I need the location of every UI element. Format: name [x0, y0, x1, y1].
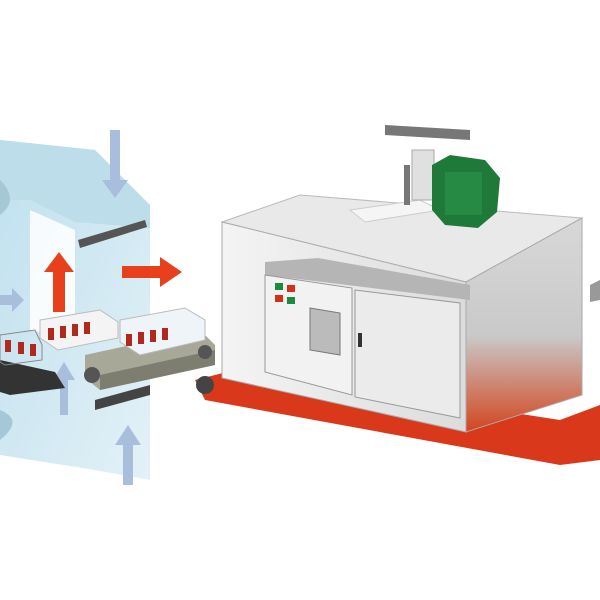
- motor-assembly: [348, 125, 500, 228]
- cabinet-door[interactable]: [354, 289, 461, 419]
- sealing-machine: [220, 194, 584, 433]
- panel-header: [265, 258, 470, 300]
- heat-arrow-icon: [44, 252, 74, 312]
- shrink-tunnel: [0, 140, 150, 480]
- door-handle[interactable]: [358, 333, 362, 347]
- control-panel: [264, 274, 353, 396]
- heat-arrows: [44, 252, 182, 312]
- roller: [196, 376, 214, 394]
- airflow-arrow-icon: [115, 425, 141, 485]
- heat-arrow-icon: [122, 257, 182, 287]
- airflow-arrow-icon: [0, 288, 24, 312]
- product-packs: [0, 307, 206, 366]
- tunnel-slot-lower: [95, 385, 150, 410]
- tunnel-slot: [78, 220, 147, 248]
- airflow-arrows: [0, 130, 141, 485]
- airflow-arrow-icon: [53, 362, 75, 415]
- next-station: [590, 280, 600, 302]
- control-buttons-icon[interactable]: [275, 283, 295, 304]
- airflow-arrow-icon: [102, 130, 128, 198]
- display-window: [309, 307, 341, 356]
